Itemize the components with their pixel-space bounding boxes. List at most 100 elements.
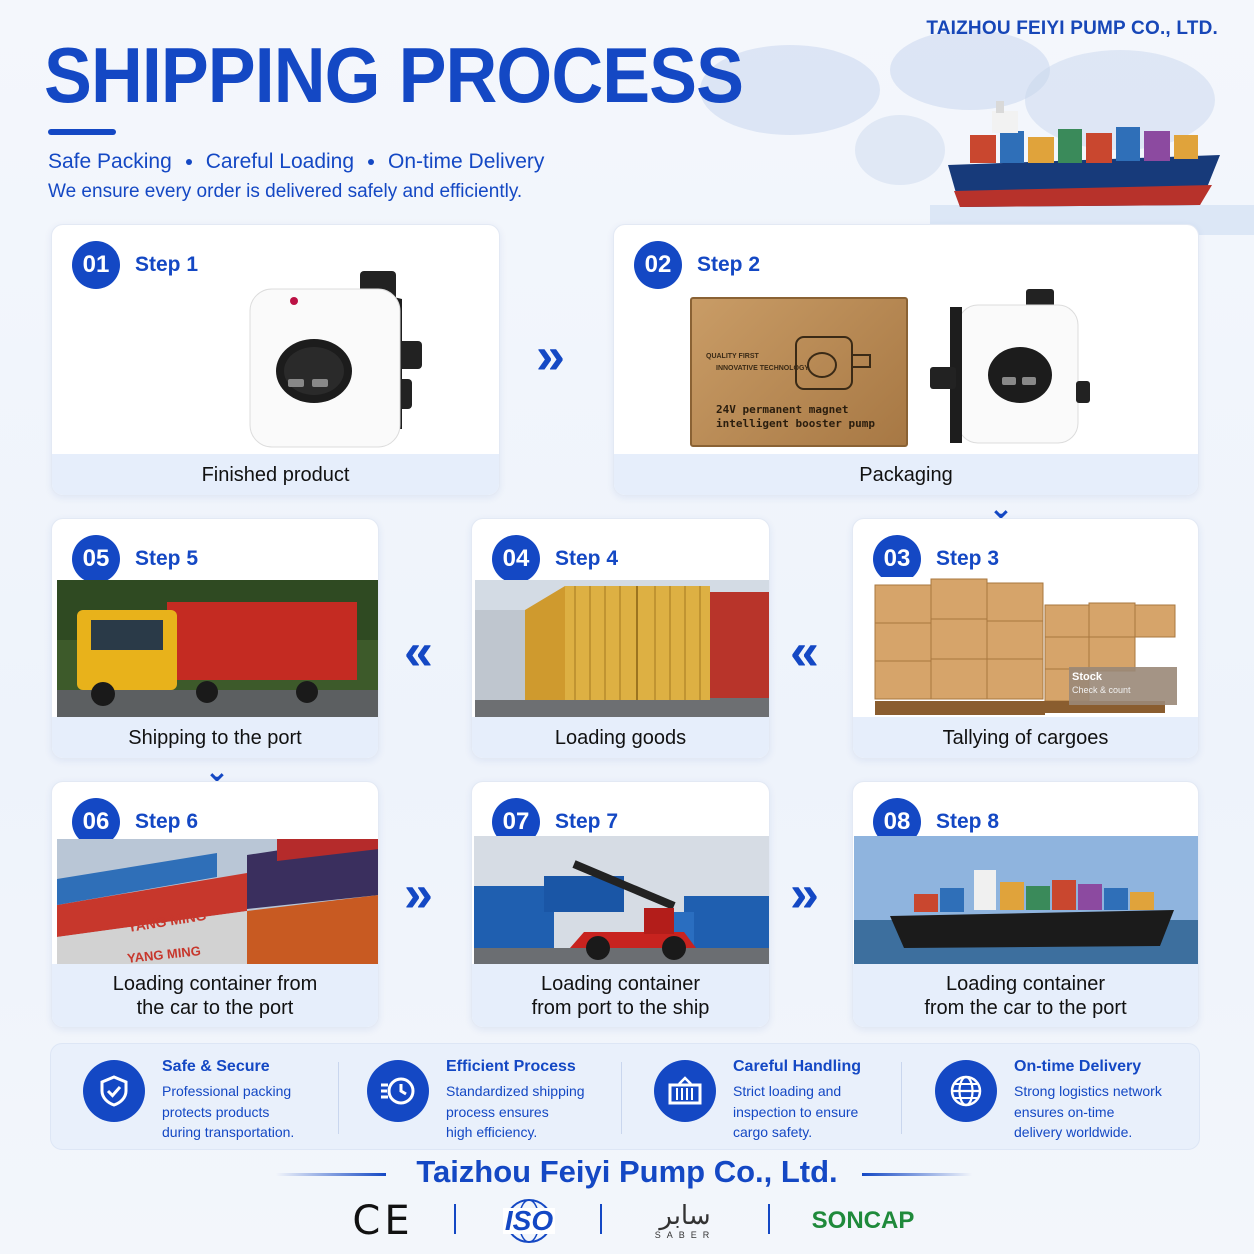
box-print-line: INNOVATIVE TECHNOLOGY [716, 365, 810, 372]
step-label: Step 8 [936, 810, 1000, 833]
feature-line: Strong logistics network [1014, 1083, 1162, 1099]
stock-sign-title: Stock [1072, 671, 1102, 683]
step-card-2: 02 Step 2 QUALITY FIRST INNOVATIVE TECHN… [613, 224, 1199, 496]
tagline: We ensure every order is delivered safel… [48, 181, 523, 202]
step-card-1: 01 Step 1 Finished product [51, 224, 500, 496]
booster-pump-product-image [249, 271, 422, 448]
open-container-photo [475, 580, 769, 720]
step-label: Step 7 [555, 810, 619, 833]
title-underline [48, 129, 116, 135]
feature-line: during transportation. [162, 1124, 295, 1140]
page-title: SHIPPING PROCESS [44, 31, 744, 119]
iso-logo: ISO [494, 1196, 564, 1246]
tag-separator-dot [185, 159, 192, 165]
truck-photo [57, 580, 378, 720]
iso-text: ISO [502, 1205, 556, 1236]
feature-title: Careful Handling [733, 1058, 862, 1075]
ce-mark-logo: CE [348, 1196, 418, 1246]
feature-line: high efficiency. [446, 1124, 538, 1140]
container-ship-photo [854, 836, 1198, 966]
step-number-badge: 04 [492, 535, 540, 583]
cert-divider [454, 1204, 456, 1234]
step-number-badge: 03 [873, 535, 921, 583]
feature-divider [338, 1062, 339, 1134]
feature-line: Professional packing [162, 1083, 292, 1099]
feature-divider [621, 1062, 622, 1134]
tag-list: Safe Packing Careful Loading On-time Del… [48, 150, 544, 174]
feature-line: ensures on-time [1014, 1103, 1115, 1120]
world-map-background [700, 30, 1215, 185]
cert-divider [768, 1204, 770, 1234]
step-number-badge: 01 [72, 241, 120, 289]
features-bar: Safe & Secure Professional packing prote… [50, 1043, 1200, 1150]
step-label: Step 5 [135, 547, 199, 570]
step-caption: Loading container from the car to the po… [52, 964, 378, 1027]
step-caption: Loading container from the car to the po… [853, 964, 1198, 1027]
saber-text: SABER [654, 1230, 716, 1240]
step-caption: Shipping to the port [52, 717, 378, 758]
step-caption: Tallying of cargoes [853, 717, 1198, 758]
soncap-logo: SONCAP [800, 1196, 926, 1246]
step-label: Step 4 [555, 547, 619, 570]
feature-line: Strict loading and [733, 1083, 842, 1099]
booster-pump-image [930, 289, 1090, 444]
containers-drawing [57, 839, 378, 966]
saber-arabic-text: سابر [659, 1201, 711, 1231]
step-label: Step 2 [697, 253, 761, 276]
feature-description: Strict loading and inspection to ensure … [733, 1081, 903, 1143]
reach-stacker-photo [474, 836, 769, 966]
step-label: Step 3 [936, 547, 1000, 570]
step-caption: Loading container from port to the ship [472, 964, 769, 1027]
caption-line: the car to the port [136, 996, 294, 1019]
box-print-line: QUALITY FIRST [706, 353, 759, 360]
feature-line: delivery worldwide. [1014, 1124, 1133, 1140]
feature-divider [901, 1062, 902, 1134]
feature-description: Professional packing protects products d… [162, 1081, 332, 1143]
tag-careful-loading: Careful Loading [205, 150, 355, 173]
step-label: Step 6 [135, 810, 199, 833]
feature-line: cargo safety. [733, 1124, 813, 1140]
globe-icon [935, 1060, 997, 1122]
footer-company-name: Taizhou Feiyi Pump Co., Ltd. [416, 1154, 838, 1189]
feature-description: Standardized shipping process ensures hi… [446, 1081, 616, 1143]
tag-on-time-delivery: On-time Delivery [388, 150, 545, 173]
caption-line: from port to the ship [531, 996, 710, 1019]
feature-title: On-time Delivery [1014, 1058, 1142, 1075]
step-card-8: 08 Step 8 Loading container from the car… [852, 781, 1199, 1028]
caption-line: Loading container from [112, 972, 318, 995]
company-name-top: TAIZHOU FEIYI PUMP CO., LTD. [926, 18, 1218, 39]
box-print-line: intelligent booster pump [716, 417, 875, 430]
pallet-boxes-photo [873, 577, 1183, 719]
step-card-5: 05 Step 5 Shipping to the port [51, 518, 379, 759]
step-card-7: 07 Step 7 Loading container from port to… [471, 781, 770, 1028]
caption-line: Loading container [945, 972, 1105, 995]
feature-efficient-process: Efficient Process Standardized shipping … [335, 1044, 622, 1151]
arrow-left-icon: « [404, 623, 433, 681]
step-card-4: 04 Step 4 Loading goods [471, 518, 770, 759]
clock-history-icon [367, 1060, 429, 1122]
step-number-badge: 06 [72, 798, 120, 846]
feature-title: Safe & Secure [162, 1058, 270, 1075]
saber-logo: سابر SABER [630, 1196, 740, 1246]
feature-line: protects products [162, 1103, 270, 1120]
stock-sign-subtitle: Check & count [1072, 685, 1131, 695]
arrow-right-icon: » [536, 327, 565, 385]
step-number-badge: 05 [72, 535, 120, 583]
arrow-right-icon: » [790, 865, 819, 923]
tag-safe-packing: Safe Packing [48, 150, 172, 173]
arrow-left-icon: « [790, 623, 819, 681]
tag-separator-dot [368, 159, 375, 165]
cardboard-box-image: QUALITY FIRST INNOVATIVE TECHNOLOGY 24V … [690, 297, 908, 447]
cargo-ship-illustration [930, 101, 1254, 235]
feature-safe-secure: Safe & Secure Professional packing prote… [51, 1044, 338, 1151]
stacked-containers-photo: YANG MING YANG MING [57, 839, 378, 966]
feature-on-time-delivery: On-time Delivery Strong logistics networ… [903, 1044, 1190, 1151]
arrow-right-icon: » [404, 865, 433, 923]
footer-decor-line-left [276, 1173, 386, 1176]
step-card-3: 03 Step 3 Stock Check & count Tallying o… [852, 518, 1199, 759]
box-pump-drawing [795, 336, 871, 390]
caption-line: from the car to the port [924, 996, 1127, 1019]
step-caption: Finished product [52, 454, 499, 495]
cert-divider [600, 1204, 602, 1234]
feature-description: Strong logistics network ensures on-time… [1014, 1081, 1184, 1143]
